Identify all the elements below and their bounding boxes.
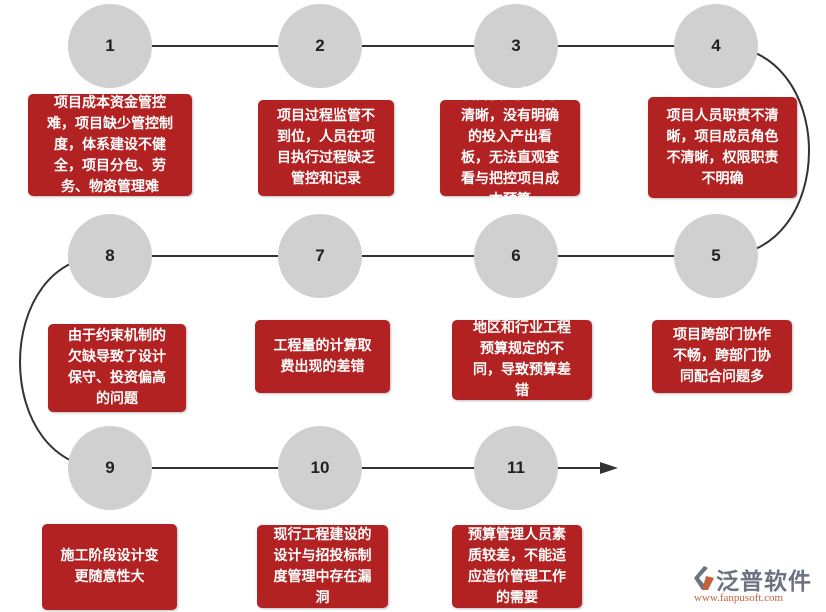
step-box-1: 项目成本资金管控难，项目缺少管控制度，体系建设不健全，项目分包、劳务、物资管理难 — [28, 94, 192, 196]
step-box-11: 预算管理人员素质较差，不能适应造价管理工作的需要 — [452, 525, 582, 608]
step-circle-2: 2 — [278, 4, 362, 88]
step-box-2: 项目过程监管不到位，人员在项目执行过程缺乏管控和记录 — [258, 100, 394, 196]
step-box-3: 项目投入产出不清晰，没有明确的投入产出看板，无法直观查看与把控项目成本预算 — [440, 87, 580, 208]
step-box-10: 现行工程建设的设计与招投标制度管理中存在漏洞 — [257, 525, 388, 608]
step-box-4: 项目人员职责不清晰，项目成员角色不清晰，权限职责不明确 — [648, 97, 797, 198]
step-box-9: 施工阶段设计变更随意性大 — [42, 524, 177, 610]
step-circle-9: 9 — [68, 426, 152, 510]
logo-mark-icon — [694, 566, 714, 590]
arrow-head-icon — [600, 462, 618, 474]
step-circle-3: 3 — [474, 4, 558, 88]
logo-url: www.fanpusoft.com — [694, 592, 784, 604]
step-circle-10: 10 — [278, 426, 362, 510]
step-circle-6: 6 — [474, 214, 558, 298]
step-box-5: 项目跨部门协作不畅，跨部门协同配合问题多 — [652, 320, 792, 393]
left-curve — [19, 254, 111, 470]
step-circle-5: 5 — [674, 214, 758, 298]
step-box-6: 地区和行业工程预算规定的不同，导致预算差错 — [452, 320, 592, 400]
step-circle-11: 11 — [474, 426, 558, 510]
step-circle-8: 8 — [68, 214, 152, 298]
step-box-7: 工程量的计算取费出现的差错 — [255, 320, 390, 393]
step-circle-4: 4 — [674, 4, 758, 88]
step-box-8: 由于约束机制的欠缺导致了设计保守、投资偏高的问题 — [48, 324, 186, 412]
step-circle-1: 1 — [68, 4, 152, 88]
logo-name: 泛普软件 — [716, 569, 812, 595]
right-curve — [715, 44, 810, 258]
logo: 泛普软件 www.fanpusoft.com — [690, 562, 820, 608]
step-circle-7: 7 — [278, 214, 362, 298]
